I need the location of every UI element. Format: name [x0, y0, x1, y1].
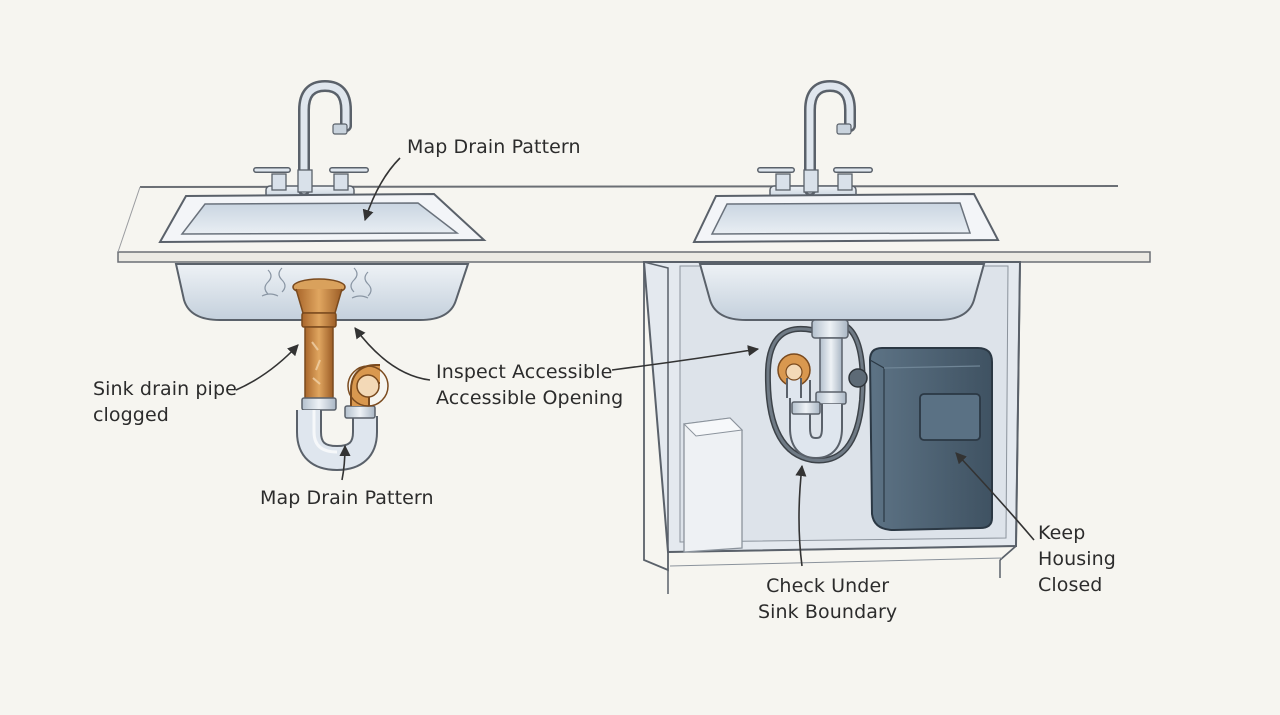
- arrow-inspect-right: [611, 345, 760, 371]
- label-line: Sink drain pipe: [93, 378, 237, 400]
- label-sink-drain-clogged: Sink drain pipe clogged: [93, 376, 237, 428]
- label-line: Closed: [1038, 574, 1103, 596]
- callout-arrows: [235, 157, 1035, 567]
- arrow-map-top: [362, 157, 401, 222]
- arrow-clogged: [235, 344, 299, 391]
- arrow-keep: [955, 452, 1035, 541]
- arrow-map-bottom: [339, 444, 351, 481]
- left-sink: [158, 79, 487, 472]
- label-line: Housing: [1038, 548, 1116, 570]
- label-line: Sink Boundary: [758, 601, 898, 623]
- label-line: clogged: [93, 404, 169, 426]
- arrow-inspect-left: [354, 327, 431, 381]
- label-inspect-accessible-opening: Inspect Accessible Accessible Opening: [436, 359, 623, 411]
- label-check-under-sink-boundary: Check Under Sink Boundary: [758, 573, 897, 625]
- label-line: Accessible Opening: [436, 387, 624, 409]
- arrow-check: [795, 464, 807, 567]
- label-line: Keep: [1038, 522, 1086, 544]
- label-keep-housing-closed: Keep Housing Closed: [1038, 520, 1116, 598]
- right-sink-cabinet: [642, 79, 1022, 594]
- label-line: Inspect Accessible: [436, 361, 613, 383]
- label-line: Check Under: [766, 575, 890, 597]
- label-text: Map Drain Pattern: [260, 487, 434, 509]
- label-text: Map Drain Pattern: [407, 136, 581, 158]
- label-map-drain-pattern-top: Map Drain Pattern: [407, 134, 581, 160]
- label-map-drain-pattern-bottom: Map Drain Pattern: [260, 485, 434, 511]
